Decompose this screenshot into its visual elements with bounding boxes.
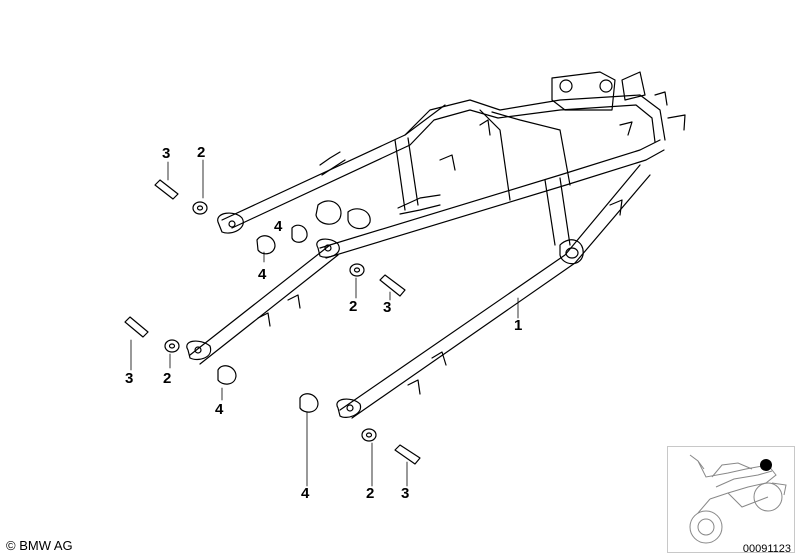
callout-bush: 4	[258, 266, 267, 283]
rear-frame-part	[186, 71, 686, 419]
callout-bolt: 3	[383, 299, 392, 316]
washer-part	[164, 201, 377, 442]
bush-part	[217, 224, 319, 413]
callout-bush: 4	[301, 485, 310, 502]
callout-bolt: 3	[125, 370, 134, 387]
callout-washer: 2	[197, 144, 206, 161]
motorcycle-location-icon	[689, 454, 787, 544]
leader-lines	[130, 159, 519, 487]
callout-bolt: 3	[401, 485, 410, 502]
location-thumbnail	[667, 446, 795, 553]
document-number: 00091123	[742, 543, 791, 555]
bolt-part	[124, 179, 421, 465]
callout-bush: 4	[274, 218, 283, 235]
callout-washer: 2	[366, 485, 375, 502]
callout-washer: 2	[163, 370, 172, 387]
location-marker-icon	[760, 459, 772, 471]
callout-bush: 4	[215, 401, 224, 418]
callout-bolt: 3	[162, 145, 171, 162]
callout-washer: 2	[349, 298, 358, 315]
copyright-label: © BMW AG	[6, 538, 73, 553]
callout-rear-frame: 1	[514, 317, 523, 334]
